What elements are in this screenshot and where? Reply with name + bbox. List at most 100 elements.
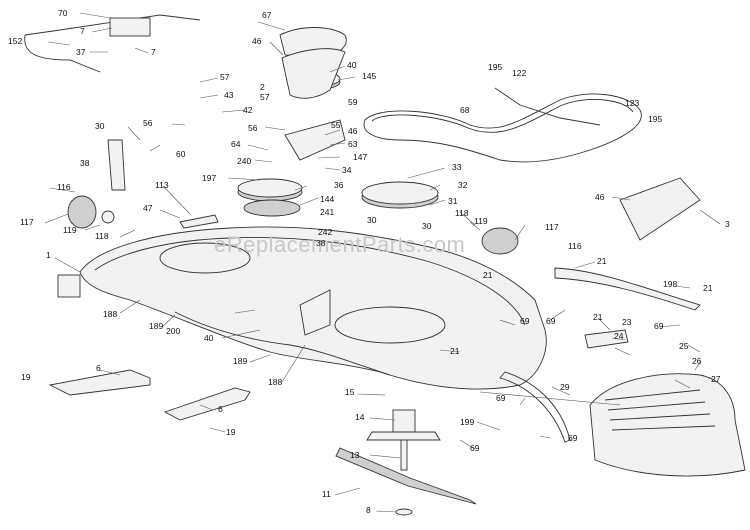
callout-46: 46 xyxy=(348,126,358,136)
bracket-7 xyxy=(109,17,151,37)
callout-123: 123 xyxy=(625,98,640,108)
callout-6: 6 xyxy=(96,363,101,373)
callout-189: 189 xyxy=(233,356,248,366)
callout-36: 36 xyxy=(334,180,344,190)
callout-152: 152 xyxy=(8,36,23,46)
drive-belt-68-inner xyxy=(371,99,634,133)
callout-21: 21 xyxy=(597,256,607,266)
discharge-chute-27 xyxy=(589,373,746,477)
callout-24: 24 xyxy=(614,331,624,341)
callout-15: 15 xyxy=(345,387,355,397)
callout-8: 8 xyxy=(366,505,371,515)
callout-40: 40 xyxy=(347,60,357,70)
callout-56: 56 xyxy=(248,123,258,133)
callout-6: 6 xyxy=(218,404,223,414)
callout-25: 25 xyxy=(679,341,689,351)
callout-69: 69 xyxy=(568,433,578,443)
callout-119: 119 xyxy=(63,225,77,235)
callout-188: 188 xyxy=(268,377,283,387)
callout-21: 21 xyxy=(593,312,603,322)
callout-23: 23 xyxy=(622,317,632,327)
callout-200: 200 xyxy=(166,326,181,336)
callout-69: 69 xyxy=(546,316,556,326)
spindle-flange xyxy=(366,431,441,441)
callout-122: 122 xyxy=(512,68,527,78)
gauge-wheel-117-right xyxy=(481,227,519,255)
callout-21: 21 xyxy=(483,270,493,280)
pulley-144 xyxy=(243,199,301,217)
leader-lines xyxy=(44,12,721,513)
bracket-23 xyxy=(584,329,629,349)
spindle-shaft-13 xyxy=(400,439,408,471)
drive-belt-68 xyxy=(363,93,642,163)
callout-69: 69 xyxy=(520,316,530,326)
callout-118: 118 xyxy=(455,208,469,218)
callout-118: 118 xyxy=(95,231,109,241)
callout-13: 13 xyxy=(350,450,360,460)
callout-38: 38 xyxy=(316,238,326,248)
callout-198: 198 xyxy=(663,279,678,289)
callout-69: 69 xyxy=(470,443,480,453)
bracket-47 xyxy=(179,214,219,229)
chute-ribs xyxy=(604,389,716,431)
callout-63: 63 xyxy=(348,139,358,149)
callout-197: 197 xyxy=(202,173,217,183)
callout-40: 40 xyxy=(204,333,214,343)
deck-inner-rim xyxy=(94,237,526,326)
pulley-36-top xyxy=(237,178,303,198)
spindle-washer-8 xyxy=(395,508,413,516)
callout-188: 188 xyxy=(103,309,118,319)
callout-147: 147 xyxy=(353,152,368,162)
callout-145: 145 xyxy=(362,71,377,81)
callout-195: 195 xyxy=(648,114,663,124)
callout-241: 241 xyxy=(320,207,335,217)
callout-113: 113 xyxy=(155,180,169,190)
callout-57: 57 xyxy=(220,72,230,82)
callout-117: 117 xyxy=(20,217,34,227)
callout-60: 60 xyxy=(176,149,186,159)
callout-21: 21 xyxy=(450,346,460,356)
callout-30: 30 xyxy=(367,215,377,225)
idler-arm-64 xyxy=(284,119,346,161)
pulley-32-top xyxy=(361,181,439,205)
callout-29: 29 xyxy=(560,382,570,392)
gauge-wheel-117-left xyxy=(67,195,97,229)
callout-7: 7 xyxy=(80,26,85,36)
arm-38 xyxy=(107,139,126,191)
callout-7: 7 xyxy=(151,47,156,57)
belt-guard-46 xyxy=(281,48,346,99)
callout-34: 34 xyxy=(342,165,352,175)
rod-29 xyxy=(479,391,621,406)
callout-2: 2 xyxy=(260,82,265,92)
callout-11: 11 xyxy=(322,489,331,499)
callout-199: 199 xyxy=(460,417,475,427)
blade-11 xyxy=(335,447,477,505)
callout-64: 64 xyxy=(231,139,241,149)
callout-69: 69 xyxy=(496,393,506,403)
callout-14: 14 xyxy=(355,412,365,422)
callout-116: 116 xyxy=(57,182,71,192)
callout-55: 55 xyxy=(331,120,341,130)
callout-189: 189 xyxy=(149,321,164,331)
callout-42: 42 xyxy=(243,105,253,115)
callout-116: 116 xyxy=(568,241,582,251)
callout-33: 33 xyxy=(452,162,462,172)
callout-68: 68 xyxy=(460,105,470,115)
callout-46: 46 xyxy=(595,192,605,202)
callout-117: 117 xyxy=(545,222,559,232)
callout-27: 27 xyxy=(711,374,721,384)
deck-spindle-well-right xyxy=(334,306,446,344)
callout-3: 3 xyxy=(725,219,730,229)
bracket-6-left xyxy=(48,369,151,396)
callout-30: 30 xyxy=(422,221,432,231)
baffle-3 xyxy=(619,177,701,241)
callout-1: 1 xyxy=(46,250,51,260)
callout-21: 21 xyxy=(703,283,713,293)
callout-67: 67 xyxy=(262,10,272,20)
callout-43: 43 xyxy=(224,90,234,100)
callout-59: 59 xyxy=(348,97,358,107)
callout-47: 47 xyxy=(143,203,153,213)
deck-front-edge xyxy=(174,311,391,376)
callout-57: 57 xyxy=(260,92,270,102)
callout-19: 19 xyxy=(226,427,236,437)
